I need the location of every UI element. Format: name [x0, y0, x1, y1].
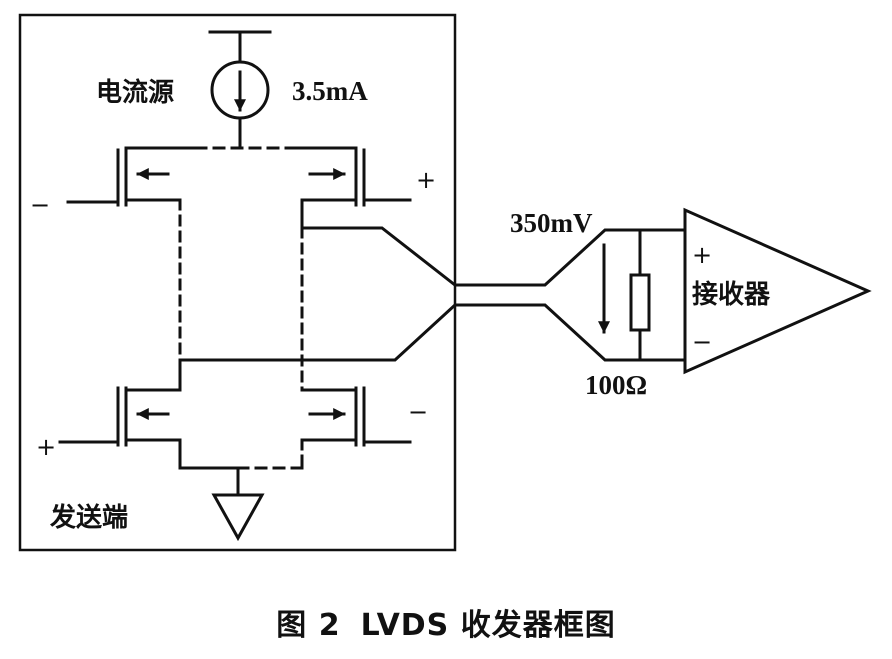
left-bottom-sign: + [36, 433, 57, 461]
figure-caption: 图 2 LVDS 收发器框图 [0, 602, 892, 643]
current-source-label: 电流源 [96, 78, 175, 108]
receiver-label: 接收器 [692, 280, 771, 310]
current-source-symbol [208, 30, 272, 150]
transmitter-label: 发送端 [50, 503, 129, 533]
figure-title: LVDS 收发器框图 [360, 608, 616, 643]
termination-resistor [629, 228, 651, 362]
transistor-upper-right [300, 146, 412, 392]
right-top-sign: + [416, 166, 437, 194]
figure-number: 图 2 [276, 608, 341, 643]
transistor-lower-left [58, 358, 182, 470]
receiver-plus-sign: + [692, 241, 713, 269]
right-bottom-sign: − [408, 398, 429, 426]
ground-symbol [211, 466, 265, 542]
receiver-minus-sign: − [692, 328, 713, 356]
resistor-label: 100Ω [585, 370, 648, 400]
transistor-upper-left [66, 146, 182, 362]
voltage-label: 350mV [510, 208, 593, 238]
transistor-lower-right [300, 386, 412, 470]
transmitter-box [18, 13, 457, 552]
receiver-triangle [683, 207, 872, 375]
left-top-sign: − [30, 191, 51, 219]
current-value-label: 3.5mA [292, 76, 368, 106]
